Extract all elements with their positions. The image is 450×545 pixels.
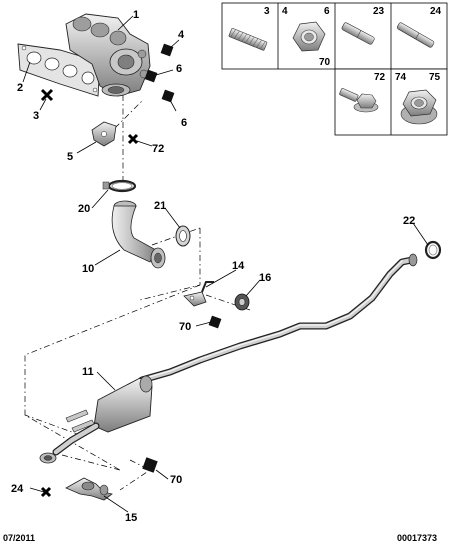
callout-72: 72	[152, 143, 164, 155]
stud-short-icon	[341, 22, 375, 45]
fastener-label-74: 74	[395, 72, 407, 83]
callout-labels: 1 2 3 4 5 6 6 72 20 21 10 22 14 16 70 11…	[11, 9, 415, 524]
catalytic-converter	[39, 375, 153, 464]
footer-code: 00017373	[397, 533, 437, 543]
callout-21: 21	[154, 200, 166, 212]
front-pipe	[111, 200, 166, 269]
callout-20: 20	[78, 203, 90, 215]
rubber-mount-16	[234, 293, 250, 311]
callout-14: 14	[232, 260, 245, 272]
callout-22: 22	[403, 215, 415, 227]
callout-3: 3	[33, 110, 39, 122]
fastener-label-3: 3	[264, 6, 270, 17]
stud-marker-3	[40, 88, 54, 102]
sealing-ring-21	[175, 225, 191, 247]
support-bracket	[91, 121, 117, 147]
bolt-marker-72	[127, 133, 139, 145]
nut-4	[160, 43, 174, 57]
fastener-label-70: 70	[319, 57, 331, 68]
fastener-cell-24: 24	[396, 6, 442, 48]
fastener-label-6: 6	[324, 6, 330, 17]
callout-15: 15	[125, 512, 137, 524]
stud-marker-24	[40, 486, 52, 498]
callout-5: 5	[67, 151, 73, 163]
fastener-cell-72: 72	[339, 72, 386, 113]
main-exhaust-pipe	[138, 253, 418, 384]
fastener-cell-23: 23	[341, 6, 385, 45]
leader-lines	[22, 15, 429, 513]
exhaust-hanger-bracket	[183, 281, 214, 307]
callout-4: 4	[178, 29, 185, 41]
fastener-label-72: 72	[374, 72, 386, 83]
nut-6-lower	[161, 89, 175, 103]
nut-70-lower	[142, 457, 158, 473]
fastener-table: 3 4 6 70 23	[221, 2, 448, 136]
fastener-label-23: 23	[373, 6, 385, 17]
stud-bolt-icon	[228, 28, 268, 51]
callout-70-lower: 70	[170, 474, 182, 486]
callout-1: 1	[133, 9, 139, 21]
clamp-22	[424, 240, 442, 260]
callout-10: 10	[82, 263, 94, 275]
nut-70-upper	[208, 315, 222, 329]
fastener-label-75: 75	[429, 72, 441, 83]
fastener-cell-4-6-70: 4 6 70	[282, 6, 331, 68]
fastener-label-24: 24	[430, 6, 442, 17]
callout-2: 2	[17, 82, 23, 94]
flange-nut-icon	[400, 89, 438, 125]
fastener-label-4: 4	[282, 6, 288, 17]
callout-6-lower: 6	[181, 117, 187, 129]
callout-70-upper: 70	[179, 321, 191, 333]
callout-16: 16	[259, 272, 271, 284]
callout-11: 11	[82, 366, 94, 378]
flange-bolt-icon	[339, 88, 379, 113]
manifold-gasket	[17, 43, 101, 97]
callout-6-upper: 6	[176, 63, 182, 75]
fastener-cell-3: 3	[228, 6, 270, 51]
stud-long-icon	[396, 22, 435, 48]
footer-date: 07/2011	[3, 533, 35, 543]
assembly-lines	[24, 95, 251, 491]
hex-nut-icon	[292, 21, 326, 52]
clamp-20	[102, 179, 137, 193]
fastener-cell-74-75: 74 75	[395, 72, 441, 125]
nut-6-upper	[144, 69, 158, 83]
callout-24: 24	[11, 483, 24, 495]
clamp-assembly-15	[65, 477, 113, 501]
